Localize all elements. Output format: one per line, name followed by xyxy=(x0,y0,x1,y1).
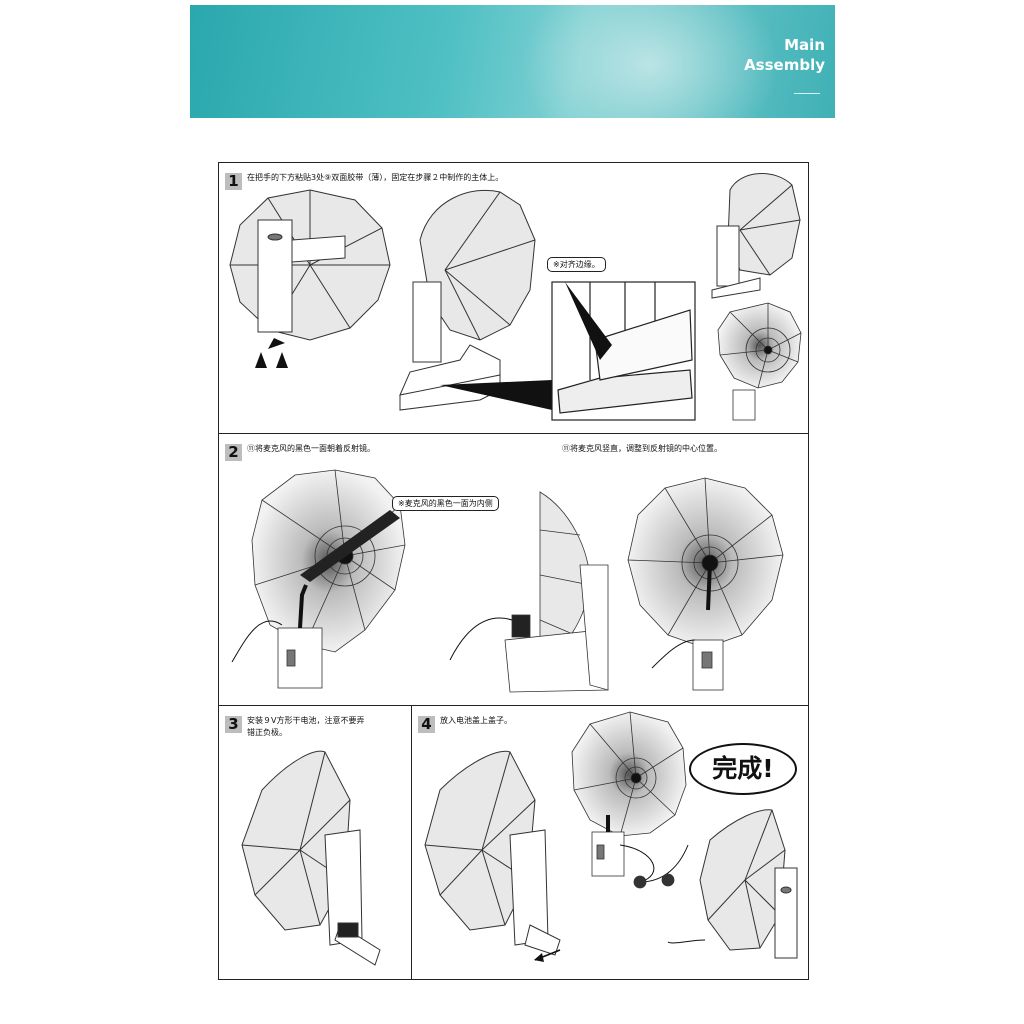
step1-detail-inset xyxy=(552,282,695,420)
step-4-done-badge: 完成! xyxy=(689,743,797,795)
step1-thumb-side xyxy=(712,174,800,298)
step1-dish-back xyxy=(230,190,390,340)
step3-assembly xyxy=(242,751,380,965)
step1-tape-arrows xyxy=(255,338,288,368)
step2-dish-centered xyxy=(628,478,783,690)
step-2-note: ※麦克风的黑色一面为内侧 xyxy=(392,496,499,511)
step1-thumb-front xyxy=(718,303,801,420)
step2-dish-front xyxy=(232,470,405,688)
step4-finished-side xyxy=(668,810,797,958)
step2-dish-side xyxy=(450,492,608,692)
step4-dish-front xyxy=(572,712,688,888)
step4-assembly xyxy=(425,751,560,962)
step-1-note: ※对齐边缘。 xyxy=(547,257,606,272)
step1-dish-side xyxy=(400,190,552,410)
